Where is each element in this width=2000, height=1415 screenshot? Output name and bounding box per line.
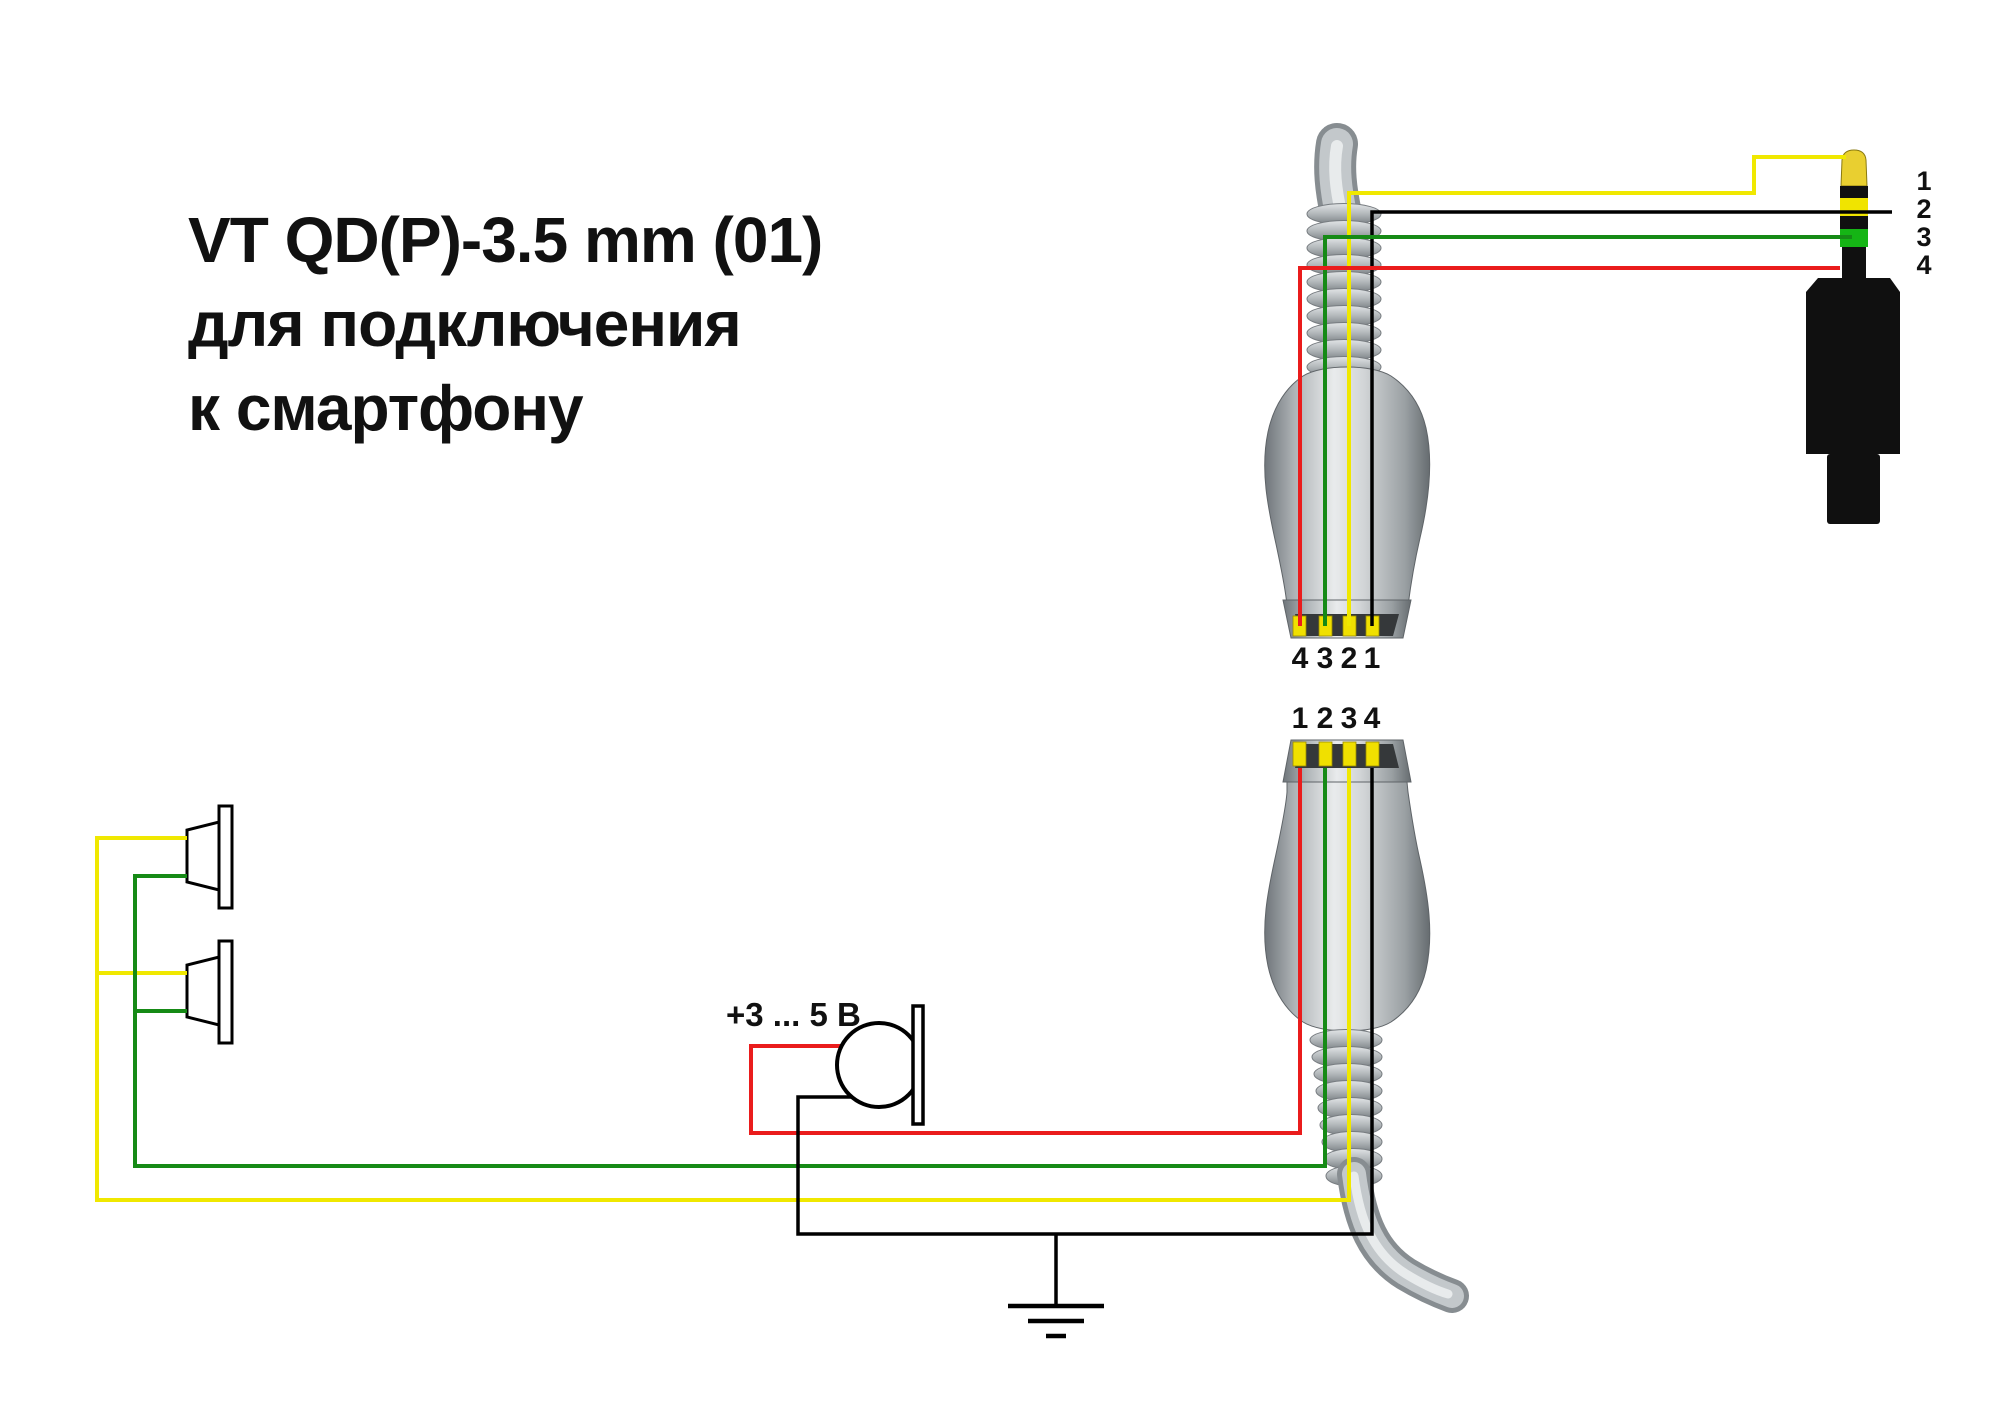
speaker-flange bbox=[217, 939, 234, 1045]
title-line-2: для подключения bbox=[188, 288, 741, 360]
pin-label: 4 bbox=[1292, 642, 1309, 675]
wires-bottom-section bbox=[95, 768, 1374, 1306]
microphone bbox=[835, 1004, 925, 1126]
pin-label: 3 bbox=[1317, 642, 1334, 675]
microphone-membrane bbox=[911, 1004, 925, 1126]
speaker-magnet bbox=[185, 820, 221, 892]
cable-tail bbox=[1337, 1157, 1469, 1313]
cable-ribs-top bbox=[1306, 203, 1382, 395]
jack-lower-shaft bbox=[1827, 454, 1880, 524]
connector-pin bbox=[1318, 741, 1333, 767]
mic-voltage-label: +3 ... 5 В bbox=[726, 996, 861, 1033]
wire-yellow-top bbox=[1347, 155, 1846, 626]
speaker-flange bbox=[217, 804, 234, 910]
wire-green-speakers bbox=[133, 768, 1327, 1168]
speaker-top bbox=[185, 804, 234, 910]
wire-black-top bbox=[1370, 210, 1892, 626]
diagram-title: VT QD(P)-3.5 mm (01) для подключения к с… bbox=[188, 204, 823, 444]
jack-insulator-2 bbox=[1840, 216, 1868, 229]
jack-pin-label: 3 bbox=[1916, 222, 1931, 252]
jack-pin-label: 4 bbox=[1916, 250, 1931, 280]
connector-pin bbox=[1365, 741, 1380, 767]
wire-green-top bbox=[1323, 235, 1852, 626]
microphone-capsule bbox=[835, 1021, 923, 1109]
jack-pin-numbers: 1 2 3 4 bbox=[1916, 166, 1931, 280]
connector-pin bbox=[1342, 741, 1357, 767]
pin-label: 2 bbox=[1341, 642, 1358, 675]
pin-label: 3 bbox=[1341, 702, 1358, 735]
trs-jack bbox=[1806, 149, 1900, 524]
wire-yellow-speakers bbox=[95, 768, 1351, 1202]
ground-symbol bbox=[1008, 1303, 1104, 1339]
pin-label: 2 bbox=[1317, 702, 1334, 735]
pin-labels-bottom: 1 2 3 4 bbox=[1292, 702, 1381, 735]
jack-body bbox=[1806, 278, 1900, 454]
connector-pins-bottom bbox=[1292, 741, 1380, 767]
speaker-magnet bbox=[185, 955, 221, 1027]
jack-insulator-1 bbox=[1840, 186, 1868, 198]
jack-sleeve-shaft bbox=[1842, 247, 1866, 278]
connector-pin bbox=[1292, 741, 1307, 767]
pin-labels-top: 4 3 2 1 bbox=[1292, 642, 1381, 675]
wire-black-ground bbox=[796, 768, 1374, 1236]
wire-red-top bbox=[1298, 266, 1840, 626]
title-line-3: к смартфону bbox=[188, 372, 584, 444]
speaker-bottom bbox=[185, 939, 234, 1045]
jack-ring-green bbox=[1840, 229, 1868, 247]
jack-pin-label: 2 bbox=[1916, 194, 1931, 224]
wires-top-section bbox=[1298, 155, 1892, 626]
pin-label: 1 bbox=[1292, 702, 1309, 735]
title-line-1: VT QD(P)-3.5 mm (01) bbox=[188, 204, 822, 276]
jack-pin-label: 1 bbox=[1916, 166, 1931, 196]
pin-label: 4 bbox=[1364, 702, 1381, 735]
wire-red-mic bbox=[749, 768, 1302, 1135]
pin-label: 1 bbox=[1364, 642, 1381, 675]
